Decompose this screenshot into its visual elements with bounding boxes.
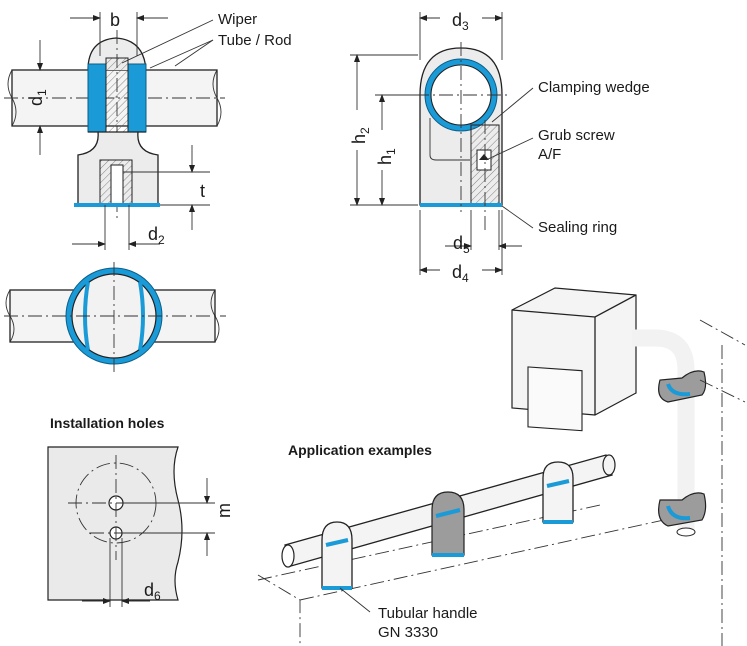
label-gn-3330: GN 3330 [378, 624, 438, 641]
label-clamping-wedge: Clamping wedge [538, 79, 650, 96]
label-tubular-handle: Tubular handle [378, 605, 478, 622]
dim-d1: d1 [26, 89, 49, 106]
wiper-ring-right [127, 63, 147, 133]
label-sealing-ring: Sealing ring [538, 219, 617, 236]
application-examples: Application examples Tubular handle GN 3… [257, 287, 746, 646]
installation-holes: Installation holes m d6 [47, 415, 234, 607]
dim-d6: d6 [144, 580, 161, 603]
label-wiper: Wiper [218, 11, 257, 28]
heading-application-examples: Application examples [288, 442, 432, 458]
dim-d3: d3 [452, 10, 469, 33]
label-tube-rod: Tube / Rod [218, 32, 292, 49]
dim-d4: d4 [452, 262, 469, 285]
dim-m: m [214, 503, 234, 518]
dim-d2: d2 [148, 224, 165, 247]
dim-b: b [110, 10, 120, 30]
dim-h2: h2 [349, 127, 372, 144]
dim-d5: d5 [453, 233, 470, 256]
dim-h1: h1 [375, 148, 398, 165]
side-view: d3 h2 h1 d5 d4 Clamping wedge Grub screw… [349, 10, 650, 285]
label-af: A/F [538, 146, 561, 163]
label-grub-screw: Grub screw [538, 127, 615, 144]
heading-installation-holes: Installation holes [50, 415, 165, 431]
wiper-ring-left [87, 63, 107, 133]
top-view [4, 262, 226, 372]
front-view: b d1 t d2 Wiper Tube / Rod [4, 10, 292, 250]
dim-t: t [200, 181, 205, 201]
